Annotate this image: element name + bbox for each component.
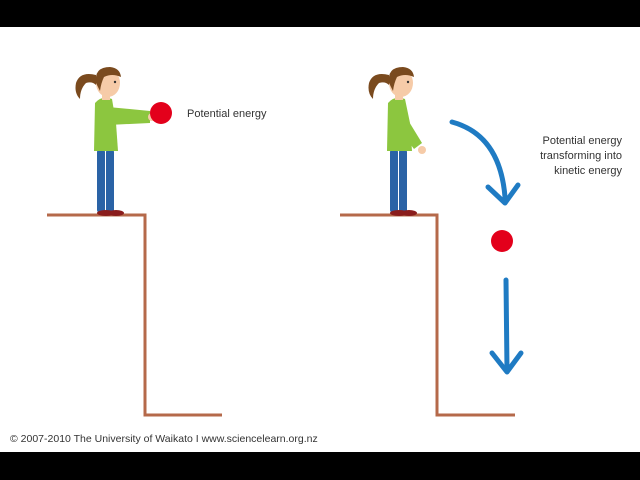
girl-after-drop (368, 67, 426, 216)
label-line: transforming into (540, 150, 622, 162)
girl-pants (97, 149, 105, 213)
girl-ponytail (368, 74, 389, 99)
label-line: kinetic energy (554, 165, 622, 177)
cliff-ledge-right (340, 213, 515, 417)
label-energy-transformation: Potential energy transforming into kinet… (500, 134, 622, 179)
diagram-stage: Potential energy Potential energy transf… (0, 27, 640, 452)
ball-falling (491, 230, 513, 252)
girl-shoe (401, 210, 417, 216)
girl-eye (113, 80, 117, 84)
girl-ponytail (75, 74, 96, 99)
down-arrow-icon (503, 277, 510, 373)
girl-holding-ball (75, 67, 156, 216)
label-line: Potential energy (542, 135, 623, 147)
down-arrow-head-icon (489, 350, 524, 375)
scene-left (47, 67, 222, 417)
girl-arm (396, 107, 422, 149)
girl-arm (108, 107, 150, 125)
girl-hair (388, 67, 414, 91)
curved-arrow-head-icon (485, 182, 521, 206)
label-potential-energy: Potential energy (187, 108, 267, 120)
girl-pants (390, 149, 398, 213)
girl-pants (106, 149, 114, 213)
girl-pants (399, 149, 407, 213)
energy-diagram (47, 67, 524, 417)
girl-eye (406, 80, 410, 84)
ball-left (150, 102, 172, 124)
cliff-ledge-left (47, 213, 222, 417)
scene-right (340, 67, 524, 417)
curved-arrow-icon (449, 119, 508, 200)
girl-hair (95, 67, 121, 91)
girl-shoe (108, 210, 124, 216)
girl-hand (418, 146, 426, 154)
copyright-notice: © 2007-2010 The University of Waikato I … (10, 433, 318, 445)
